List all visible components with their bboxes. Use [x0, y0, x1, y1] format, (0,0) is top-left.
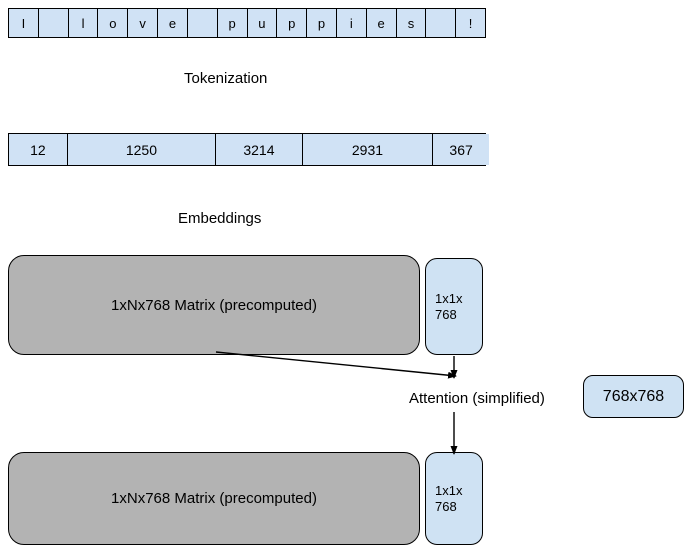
- character-cell: s: [396, 9, 427, 37]
- character-cell: p: [307, 9, 337, 37]
- character-cell: o: [98, 9, 129, 37]
- vector-box-bottom-line2: 768: [435, 498, 457, 514]
- tokenization-label: Tokenization: [184, 70, 268, 87]
- character-cell: [187, 9, 218, 37]
- token-cell: 2931: [302, 134, 434, 165]
- arrow-matrix-to-attention: [215, 351, 457, 379]
- attention-label: Attention (simplified): [409, 390, 545, 407]
- character-cell: !: [456, 9, 485, 37]
- character-cell: e: [158, 9, 188, 37]
- token-cell: 367: [433, 134, 489, 165]
- character-cell: e: [366, 9, 397, 37]
- matrix-box-top: 1xNx768 Matrix (precomputed): [8, 255, 420, 355]
- character-cell: p: [217, 9, 248, 37]
- token-cell: 12: [9, 134, 68, 165]
- character-cell: v: [128, 9, 159, 37]
- character-cell: i: [336, 9, 367, 37]
- token-cell: 3214: [216, 134, 303, 165]
- character-cell: p: [277, 9, 308, 37]
- vector-box-top-line2: 768: [435, 306, 457, 322]
- character-cell: I: [9, 9, 39, 37]
- vector-box-top: 1x1x 768: [425, 258, 483, 355]
- character-cell: l: [68, 9, 99, 37]
- vector-box-bottom: 1x1x 768: [425, 452, 483, 545]
- attention-matrix-box: 768x768: [583, 375, 684, 418]
- vector-box-top-line1: 1x1x: [435, 291, 463, 307]
- matrix-box-bottom: 1xNx768 Matrix (precomputed): [8, 452, 420, 545]
- vector-box-bottom-line1: 1x1x: [435, 483, 463, 499]
- embeddings-label: Embeddings: [178, 210, 262, 227]
- character-cell: [426, 9, 457, 37]
- token-cell: 1250: [67, 134, 217, 165]
- character-cell: [38, 9, 69, 37]
- character-cell: u: [247, 9, 278, 37]
